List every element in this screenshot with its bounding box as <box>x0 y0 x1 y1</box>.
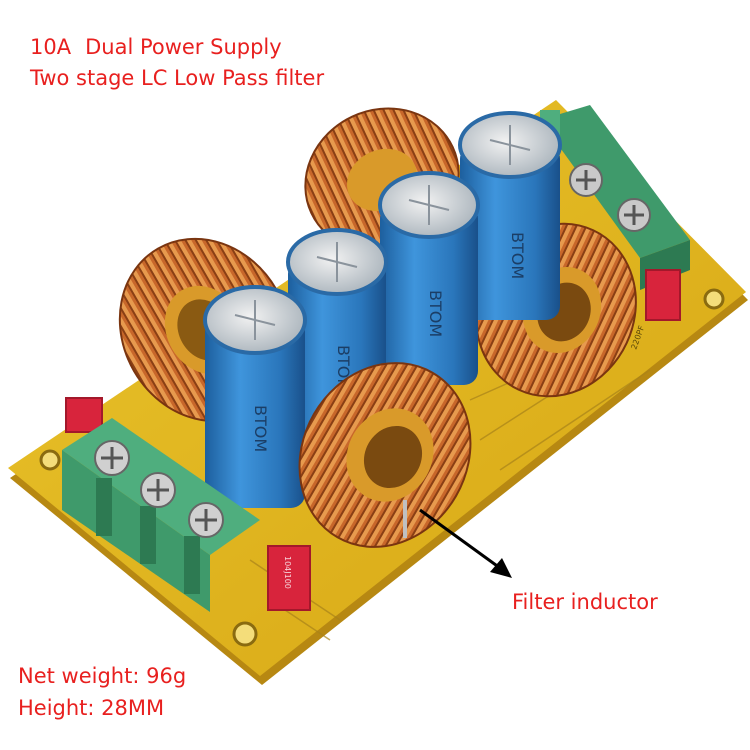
terminal-block-left <box>62 418 260 612</box>
film-capacitor <box>65 397 103 433</box>
mounting-hole <box>703 288 725 310</box>
mounting-hole <box>232 621 258 647</box>
film-capacitor <box>645 269 681 321</box>
film-cap-code: 104J100 <box>283 556 292 589</box>
capacitor-brand-label: BTOM <box>426 290 445 337</box>
rating-label: 10A <box>30 35 72 59</box>
product-title: Dual Power Supply <box>85 35 282 59</box>
film-capacitor: 104J100 <box>267 545 311 611</box>
terminal-block-right <box>540 105 690 290</box>
capacitor-back-right: BTOM <box>458 111 562 320</box>
callout-arrow <box>419 508 512 578</box>
mounting-hole <box>39 449 61 471</box>
capacitor-back-left: BTOM <box>378 171 480 385</box>
caption-title: 10A Dual Power Supply <box>30 35 282 60</box>
capacitor-brand-label: BTOM <box>508 232 527 279</box>
net-weight-label: Net weight: 96g <box>18 664 187 688</box>
capacitor-front-left: BTOM <box>203 285 307 508</box>
height-label: Height: 28MM <box>18 696 165 720</box>
caption-subtitle: Two stage LC Low Pass filter <box>30 66 325 90</box>
capacitor-brand-label: BTOM <box>251 405 270 452</box>
callout-label: Filter inductor <box>512 590 658 614</box>
toroid-inductor-front <box>298 362 472 548</box>
